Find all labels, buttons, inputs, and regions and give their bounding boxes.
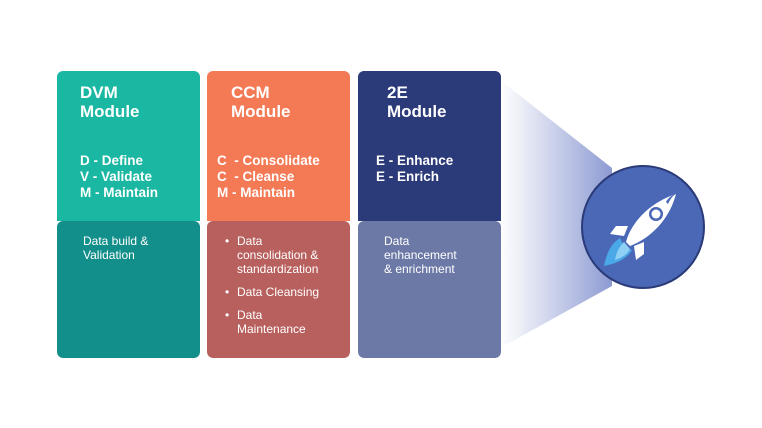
ccm-code-consolidate: C - Consolidate <box>217 153 320 168</box>
ccm-bullet-list: Data consolidation & standardization Dat… <box>225 234 319 345</box>
ccm-module-header: CCM Module C - Consolidate C - Cleanse M… <box>207 71 350 221</box>
ccm-code-maintain: M - Maintain <box>217 185 295 200</box>
dvm-module-codes: D - Define V - Validate M - Maintain <box>80 153 158 201</box>
2e-module-description: Data enhancement & enrichment <box>384 234 457 276</box>
2e-module-body: Data enhancement & enrichment <box>358 221 501 358</box>
list-item: Data Cleansing <box>225 285 319 299</box>
2e-code-enrich: E - Enrich <box>376 169 440 184</box>
2e-module-title: 2E Module <box>387 83 447 121</box>
ccm-code-cleanse: C - Cleanse <box>217 169 295 184</box>
dvm-module-title: DVM Module <box>80 83 140 121</box>
rocket-icon <box>604 194 676 266</box>
rocket-badge <box>581 165 705 289</box>
dvm-module-card: DVM Module D - Define V - Validate M - M… <box>57 71 200 358</box>
list-item: Data Maintenance <box>225 308 319 336</box>
dvm-code-define: D - Define <box>80 153 144 168</box>
dvm-code-validate: V - Validate <box>80 169 153 184</box>
dvm-module-header: DVM Module D - Define V - Validate M - M… <box>57 71 200 221</box>
dvm-module-description: Data build & Validation <box>83 234 149 262</box>
ccm-module-body: Data consolidation & standardization Dat… <box>207 221 350 358</box>
ccm-module-codes: C - Consolidate C - Cleanse M - Maintain <box>217 153 320 201</box>
ccm-module-card: CCM Module C - Consolidate C - Cleanse M… <box>207 71 350 358</box>
list-item: Data consolidation & standardization <box>225 234 319 276</box>
ccm-module-title: CCM Module <box>231 83 291 121</box>
2e-module-card: 2E Module E - Enhance E - Enrich Data en… <box>358 71 501 358</box>
dvm-module-body: Data build & Validation <box>57 221 200 358</box>
2e-module-codes: E - Enhance E - Enrich <box>376 153 453 185</box>
2e-module-header: 2E Module E - Enhance E - Enrich <box>358 71 501 221</box>
dvm-code-maintain: M - Maintain <box>80 185 158 200</box>
2e-code-enhance: E - Enhance <box>376 153 454 168</box>
